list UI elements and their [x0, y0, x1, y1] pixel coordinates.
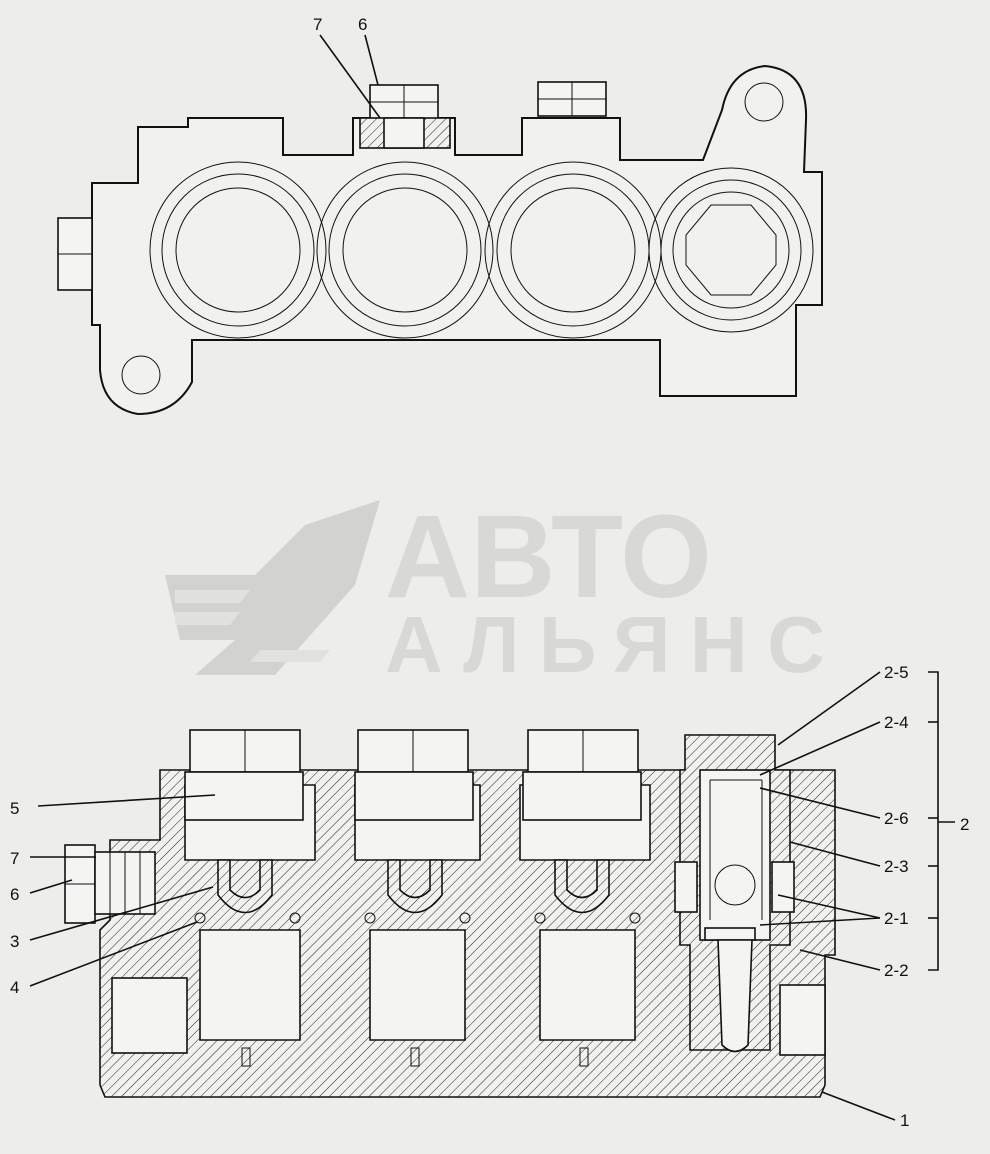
section-view-valve-body: [64, 729, 836, 1098]
section-labels-right: 2-5 2-4 2-6 2 2-3 2-1 2-2 1: [884, 663, 969, 1130]
label-2-5: 2-5: [884, 663, 909, 682]
label-7-top: 7: [313, 15, 322, 34]
label-2: 2: [960, 815, 969, 834]
watermark-line1: АВТО: [385, 491, 712, 623]
watermark-logo: АВТО АЛЬЯНС: [165, 491, 825, 689]
label-7: 7: [10, 849, 19, 868]
label-2-6: 2-6: [884, 809, 909, 828]
port-rings: [149, 161, 814, 339]
label-6-top: 6: [358, 15, 367, 34]
label-2-2: 2-2: [884, 961, 909, 980]
top-view-labels: 7 6: [313, 15, 367, 34]
label-3: 3: [10, 932, 19, 951]
label-6: 6: [10, 885, 19, 904]
label-5: 5: [10, 799, 19, 818]
label-1: 1: [900, 1111, 909, 1130]
label-4: 4: [10, 978, 19, 997]
label-2-1: 2-1: [884, 909, 909, 928]
section-labels-left: 5 7 6 3 4: [10, 799, 19, 997]
relief-valve: [674, 734, 795, 1053]
label-2-3: 2-3: [884, 857, 909, 876]
label-2-4: 2-4: [884, 713, 909, 732]
top-view-valve-body: [57, 34, 823, 416]
section-leaders: [29, 671, 955, 1121]
